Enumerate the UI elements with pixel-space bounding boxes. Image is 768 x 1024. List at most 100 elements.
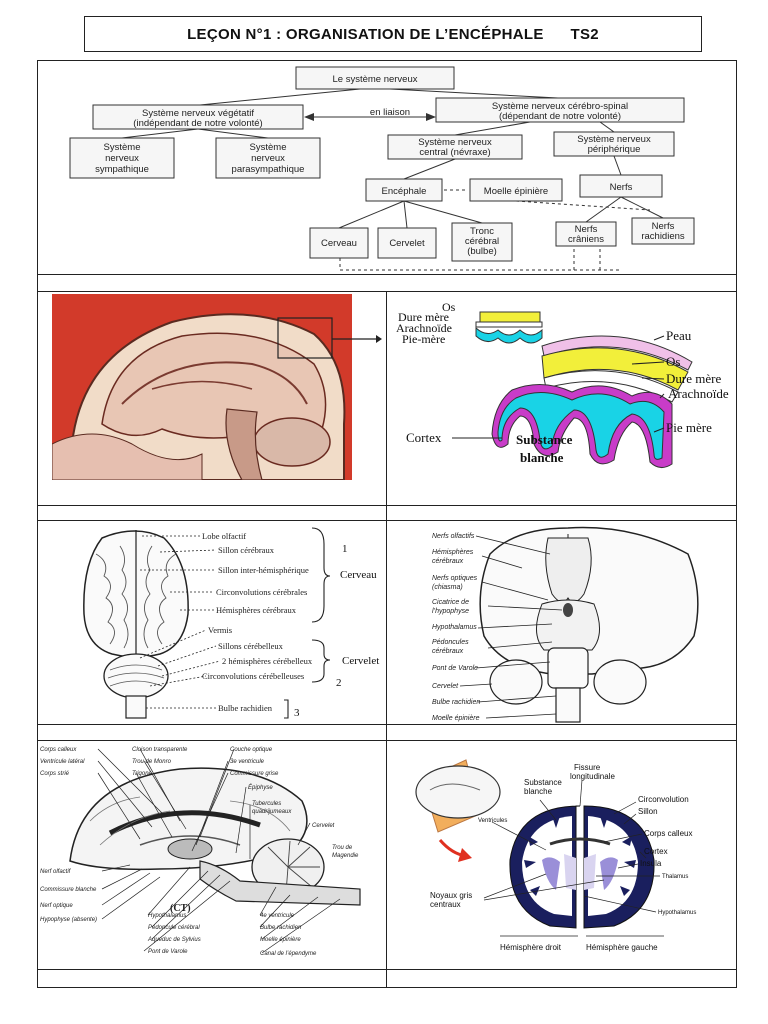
- label-3e-ventricule: 3e ventricule: [230, 759, 265, 765]
- label-couche-optique: Couche optique: [230, 747, 273, 753]
- label-trou-magendie-1: Trou de: [332, 845, 353, 851]
- olfactory-area: [545, 537, 592, 603]
- label-arachnoide: Arachnoïde: [668, 386, 729, 401]
- label-hemispheres-cerebelleux: 2 hémisphères cérébelleux: [222, 656, 313, 666]
- label-commissure-grise: Commissure grise: [230, 771, 279, 777]
- label-vegetatif-2: (indépendant de notre volonté): [133, 118, 262, 129]
- label-tubercules-2: quadrijumeaux: [252, 809, 292, 815]
- meninges-diagram: Os Dure mère Arachnoïde Pie-mère Peau Os…: [392, 294, 732, 480]
- label-small-os: Os: [442, 300, 456, 314]
- page-title: LEÇON N°1 : ORGANISATION DE L’ENCÉPHALE …: [187, 25, 599, 43]
- row-divider: [38, 291, 736, 292]
- label-substance-2: blanche: [520, 450, 564, 465]
- cortex-layer: [497, 392, 665, 460]
- label-canal-ependyme: Canal de l’épendyme: [260, 951, 317, 957]
- label-commissure-blanche: Commissure blanche: [40, 887, 97, 893]
- cerebellum: [253, 417, 331, 467]
- label-lobe-olfactif: Lobe olfactif: [202, 531, 246, 541]
- label-hemispheres-2: cérébraux: [432, 558, 464, 565]
- label-tubercules-1: Tubercules: [252, 801, 281, 807]
- label-hemisphere-droit: Hémisphère droit: [500, 943, 562, 952]
- label-craniens-2: crâniens: [568, 234, 604, 245]
- node-cervelet: [377, 227, 437, 259]
- label-nerfs-optiques-1: Nerfs optiques: [432, 575, 478, 582]
- label-ventricule-lateral: Ventricule latéral: [40, 759, 85, 765]
- face-section: [52, 433, 203, 480]
- label-tronc-3: (bulbe): [467, 246, 497, 257]
- label-fissure-2: longitudinale: [570, 772, 615, 781]
- label-cervelet: Cervelet: [389, 238, 425, 249]
- brace-cerveau: [311, 527, 331, 623]
- label-link: en liaison: [370, 107, 410, 118]
- row-divider: [38, 740, 736, 741]
- brainstem-ventral: [536, 599, 600, 651]
- os-layer: [541, 347, 689, 391]
- label-sympathique-2: nerveux: [105, 153, 139, 164]
- label-peripherique-2: périphérique: [588, 144, 641, 155]
- label-cloison-transparente: Cloison transparente: [132, 747, 188, 753]
- label-tronc-2: cérébral: [465, 236, 499, 247]
- label-ct: (CT): [170, 903, 191, 914]
- brain-dorsal-view: Lobe olfactif Sillon cérébraux Sillon in…: [40, 524, 386, 724]
- label-vermis: Vermis: [208, 625, 232, 635]
- label-sillon-inter: Sillon inter-hémisphérique: [218, 565, 309, 575]
- label-cerebrospinal-2: (dépendant de notre volonté): [499, 111, 621, 122]
- label-small-arachnoide: Arachnoïde: [396, 321, 452, 335]
- nervous-system-diagram: Le système nerveux en liaison Système ne…: [60, 62, 700, 272]
- label-pont-varole: Pont de Varole: [432, 665, 478, 672]
- label-hemispheres-cerebraux: Hémisphères cérébraux: [216, 605, 297, 615]
- gyri-lines: [121, 361, 308, 405]
- bulbe-outline: [125, 695, 147, 719]
- label-bulbe-rachidien: Bulbe rachidien: [218, 703, 273, 713]
- brainstem: [225, 408, 263, 480]
- label-brace-1: 1: [342, 543, 348, 555]
- corps-calleux-coronal: [549, 837, 611, 846]
- label-hypothalamus: Hypothalamus: [432, 624, 477, 631]
- label-bulbe-sagittal: Bulbe rachidien: [260, 925, 302, 931]
- label-trou-magendie-2: Magendie: [332, 853, 359, 859]
- label-noyaux-1: Noyaux gris: [430, 891, 472, 900]
- label-circonvolutions-cerebrales: Circonvolutions cérébrales: [216, 587, 307, 597]
- pont-de-varole: [547, 647, 589, 689]
- label-noyaux-2: centraux: [430, 900, 461, 909]
- label-cerveau: Cerveau: [321, 238, 357, 249]
- node-craniens: [555, 221, 617, 247]
- small-os-layer: [479, 311, 541, 323]
- label-peripherique-1: Système nerveux: [577, 134, 651, 145]
- label-hypophyse-absente: Hypophyse (absente): [40, 917, 97, 923]
- label-pedoncule-cerebral: Pédoncule cérébral: [148, 925, 200, 931]
- label-pedoncules-1: Pédoncules: [432, 639, 469, 646]
- label-cervelet-ventral: Cervelet: [432, 683, 459, 690]
- zoom-arrow: [332, 335, 382, 343]
- label-cervelet-sagittal: Cervelet: [312, 823, 335, 829]
- label-nerf-olfactif: Nerf olfactif: [40, 869, 72, 875]
- label-cortex-coronal: Cortex: [644, 847, 668, 856]
- label-cortex: Cortex: [406, 430, 442, 445]
- label-sympathique-1: Système: [104, 142, 141, 153]
- cerebellum-left: [489, 659, 543, 705]
- row-divider: [38, 274, 736, 275]
- label-moelle-ventral: Moelle épinière: [432, 715, 480, 722]
- noyaux-gris-right: [542, 857, 560, 890]
- worksheet-grid: [37, 60, 737, 988]
- label-rachidiens-1: Nerfs: [652, 221, 675, 232]
- label-circonvolutions-cerebelleuses: Circonvolutions cérébelleuses: [202, 671, 304, 681]
- label-fissure-1: Fissure: [574, 763, 601, 772]
- noyaux-gris-left: [600, 857, 618, 890]
- label-central-2: central (névraxe): [419, 147, 490, 158]
- node-root: [295, 66, 455, 90]
- label-peau: Peau: [666, 328, 692, 343]
- label-parasympathique-1: Système: [250, 142, 287, 153]
- label-small-pie-mere: Pie-mère: [402, 332, 445, 346]
- label-4e-ventricule: 4e ventricule: [260, 913, 295, 919]
- label-nerfs-olfactifs: Nerfs olfactifs: [432, 533, 475, 540]
- label-bulbe-ventral: Bulbe rachidien: [432, 699, 480, 706]
- label-trigone: Trigone: [132, 771, 153, 777]
- label-aqueduc-sylvius: Aqueduc de Sylvius: [147, 937, 201, 943]
- zoom-box: [277, 317, 333, 359]
- label-moelle-sagittal: Moelle épinière: [260, 937, 301, 943]
- label-dure-mere: Dure mère: [666, 371, 721, 386]
- sagittal-section: Corps calleux Ventricule latéral Corps s…: [40, 741, 386, 967]
- node-cerebrospinal: [435, 97, 685, 123]
- brace-cervelet: [311, 639, 331, 683]
